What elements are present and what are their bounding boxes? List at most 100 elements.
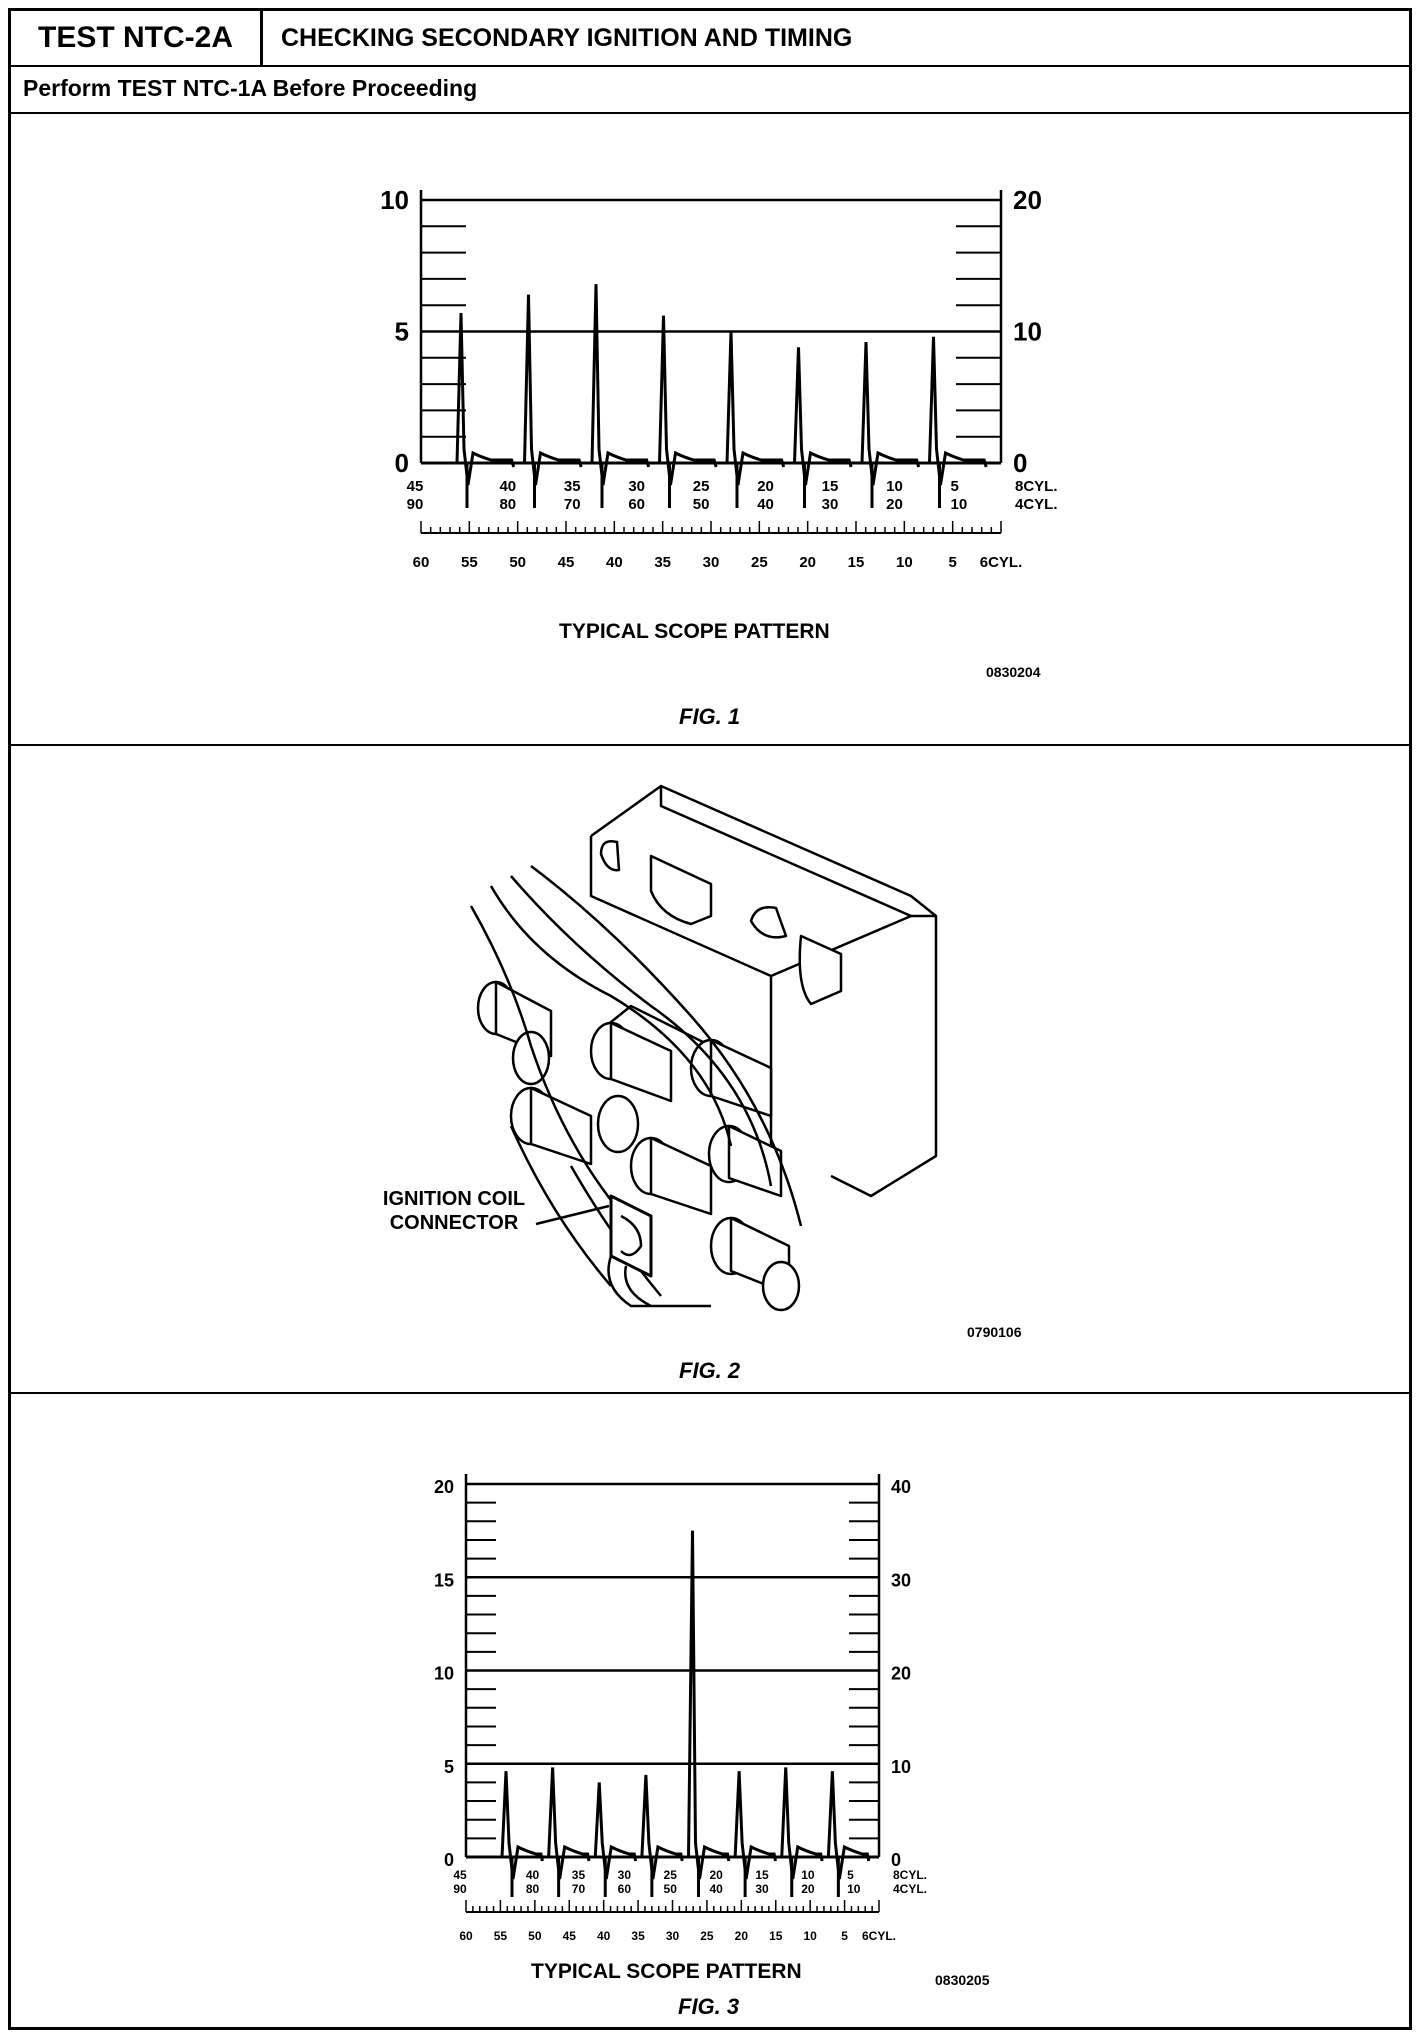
degree-label-4cyl: 80 — [499, 496, 516, 513]
degree-label-6cyl: 25 — [700, 1929, 714, 1943]
degree-label-8cyl: 10 — [886, 478, 903, 495]
degree-label-4cyl: 80 — [526, 1882, 540, 1896]
y-left-tick-label: 0 — [395, 448, 409, 478]
y-left-tick-label: 10 — [434, 1664, 454, 1684]
y-right-tick-label: 0 — [1013, 448, 1027, 478]
degree-label-8cyl: 45 — [407, 478, 424, 495]
degree-label-6cyl: 10 — [896, 554, 913, 571]
degree-label-6cyl: 60 — [413, 554, 430, 571]
degree-label-8cyl: 15 — [755, 1868, 769, 1882]
degree-label-8cyl: 5 — [847, 1868, 854, 1882]
degree-label-8cyl: 35 — [572, 1868, 586, 1882]
firing-trace — [826, 1771, 871, 1880]
degree-label-8cyl: 40 — [526, 1868, 540, 1882]
degree-label-4cyl: 30 — [822, 496, 839, 513]
degree-label-4cyl: 40 — [757, 496, 774, 513]
degree-label-4cyl: 60 — [628, 496, 645, 513]
firing-trace — [640, 1774, 684, 1880]
degree-label-6cyl: 15 — [848, 554, 865, 571]
degree-label-8cyl: 40 — [499, 478, 516, 495]
degree-label-6cyl: 30 — [666, 1929, 680, 1943]
degree-label-8cyl: 10 — [801, 1868, 815, 1882]
figure-2-panel: IGNITION COIL CONNECTOR 0790106 FIG. 2 — [11, 746, 1409, 1394]
degree-label-6cyl: 5 — [841, 1929, 848, 1943]
firing-trace — [687, 1530, 731, 1880]
degree-label-6cyl: 35 — [654, 554, 671, 571]
degree-label-8cyl: 25 — [693, 478, 710, 495]
degree-label-6cyl: 35 — [631, 1929, 645, 1943]
degree-label-8cyl: 15 — [822, 478, 839, 495]
y-left-tick-label: 10 — [380, 185, 409, 215]
degree-label-8cyl: 8CYL. — [1015, 478, 1058, 495]
degree-label-4cyl: 40 — [709, 1882, 723, 1896]
y-right-tick-label: 20 — [891, 1664, 911, 1684]
degree-label-8cyl: 20 — [757, 478, 774, 495]
degree-label-8cyl: 5 — [951, 478, 959, 495]
firing-trace — [523, 294, 583, 486]
degree-label-6cyl: 15 — [769, 1929, 783, 1943]
firing-trace — [500, 1771, 544, 1880]
degree-label-4cyl: 4CYL. — [893, 1882, 927, 1896]
fig3-label: FIG. 3 — [678, 1994, 740, 2019]
ignition-coil-connector-callout: IGNITION COIL CONNECTOR — [382, 1188, 526, 1234]
firing-trace — [733, 1771, 777, 1880]
fig1-caption: TYPICAL SCOPE PATTERN — [559, 620, 830, 643]
degree-label-6cyl: 40 — [597, 1929, 611, 1943]
y-left-tick-label: 20 — [434, 1477, 454, 1497]
firing-trace — [658, 315, 718, 486]
degree-label-8cyl: 30 — [618, 1868, 632, 1882]
degree-label-6cyl: 5 — [948, 554, 956, 571]
fig1-code: 0830204 — [986, 664, 1041, 680]
degree-label-6cyl: 50 — [509, 554, 526, 571]
y-left-tick-label: 15 — [434, 1570, 454, 1590]
firing-trace — [455, 313, 516, 486]
degree-label-6cyl: 50 — [528, 1929, 542, 1943]
degree-label-4cyl: 90 — [407, 496, 424, 513]
degree-label-6cyl: 10 — [803, 1929, 817, 1943]
page-frame: TEST NTC-2A CHECKING SECONDARY IGNITION … — [8, 8, 1412, 2030]
firing-trace — [590, 284, 651, 486]
degree-label-6cyl: 25 — [751, 554, 768, 571]
subtitle: Perform TEST NTC-1A Before Proceeding — [23, 75, 478, 101]
header-row: TEST NTC-2A CHECKING SECONDARY IGNITION … — [11, 11, 1409, 67]
fig3-caption: TYPICAL SCOPE PATTERN — [531, 1960, 802, 1983]
degree-label-6cyl: 20 — [735, 1929, 749, 1943]
degree-label-8cyl: 45 — [453, 1868, 467, 1882]
fig1-label: FIG. 1 — [679, 704, 741, 729]
degree-label-6cyl: 55 — [494, 1929, 508, 1943]
y-left-tick-label: 5 — [395, 317, 409, 347]
degree-label-6cyl: 20 — [799, 554, 816, 571]
degree-label-8cyl: 35 — [564, 478, 581, 495]
degree-label-4cyl: 50 — [664, 1882, 678, 1896]
degree-label-4cyl: 50 — [693, 496, 710, 513]
degree-label-6cyl: 60 — [459, 1929, 473, 1943]
degree-label-8cyl: 8CYL. — [893, 1868, 927, 1882]
degree-label-4cyl: 10 — [951, 496, 968, 513]
y-left-tick-label: 5 — [444, 1757, 454, 1777]
degree-label-4cyl: 70 — [564, 496, 581, 513]
degree-label-4cyl: 60 — [618, 1882, 632, 1896]
ignition-coil-drawing — [469, 784, 938, 1312]
test-id: TEST NTC-2A — [11, 11, 263, 65]
degree-label-8cyl: 20 — [709, 1868, 723, 1882]
degree-label-4cyl: 4CYL. — [1015, 496, 1058, 513]
y-right-tick-label: 40 — [891, 1477, 911, 1497]
y-right-tick-label: 20 — [1013, 185, 1042, 215]
degree-label-8cyl: 30 — [628, 478, 645, 495]
degree-label-4cyl: 20 — [886, 496, 903, 513]
degree-label-6cyl: 6CYL. — [862, 1929, 896, 1943]
subtitle-row: Perform TEST NTC-1A Before Proceeding — [11, 65, 1409, 114]
degree-label-4cyl: 10 — [847, 1882, 861, 1896]
y-right-tick-label: 0 — [891, 1850, 901, 1870]
fig2-label: FIG. 2 — [679, 1358, 741, 1383]
degree-label-4cyl: 20 — [801, 1882, 815, 1896]
degree-label-6cyl: 55 — [461, 554, 478, 571]
y-left-tick-label: 0 — [444, 1850, 454, 1870]
firing-trace — [547, 1767, 591, 1880]
degree-label-6cyl: 40 — [606, 554, 623, 571]
fig2-code: 0790106 — [967, 1324, 1022, 1340]
